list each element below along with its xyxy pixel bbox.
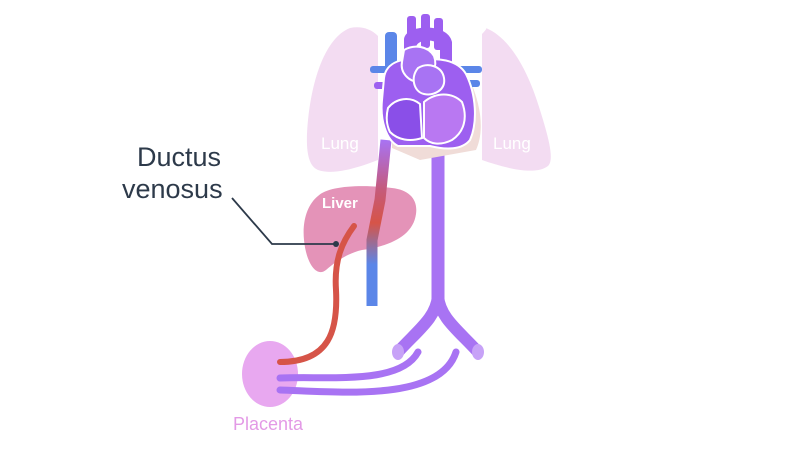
right-atrium <box>412 64 446 96</box>
placenta-label: Placenta <box>233 414 304 434</box>
umbilical-artery-lower <box>276 348 460 396</box>
right-iliac-end <box>472 344 484 360</box>
left-lung <box>306 27 378 172</box>
right-iliac-branch <box>432 295 483 357</box>
inferior-vena-cava <box>366 139 392 306</box>
left-ventricle <box>423 93 466 145</box>
ductus-label-line2: venosus <box>122 174 223 204</box>
heart <box>370 14 482 160</box>
left-iliac-end <box>392 344 404 360</box>
placenta <box>242 341 298 407</box>
umbilical-artery-upper <box>276 348 422 382</box>
left-iliac-branch <box>393 295 444 357</box>
ductus-venosus-pointer <box>231 197 336 245</box>
left-lung-label: Lung <box>321 134 359 153</box>
ductus-label-line1: Ductus <box>137 142 221 172</box>
liver <box>303 186 417 273</box>
liver-label: Liver <box>322 195 358 212</box>
right-lung <box>482 28 551 171</box>
ductus-venosus-vessel <box>277 223 357 365</box>
right-lung-label: Lung <box>493 134 531 153</box>
ductus-venosus-pointer-dot <box>333 241 339 247</box>
right-ventricle <box>385 98 424 141</box>
